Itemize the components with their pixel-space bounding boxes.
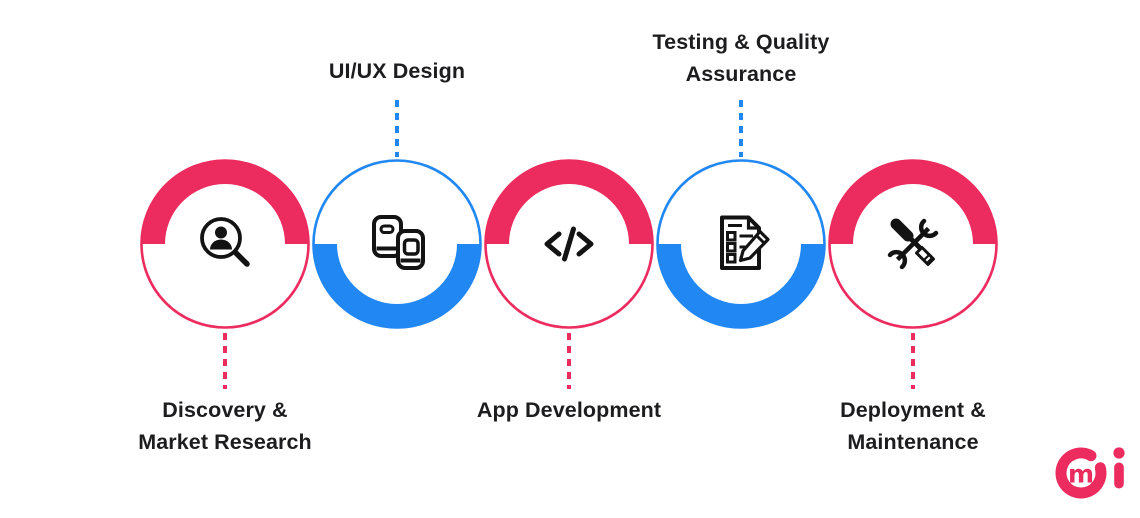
step-label-discovery: Discovery & Market Research [75,394,375,458]
logo-ring [1055,447,1107,499]
step-label-deployment: Deployment & Maintenance [763,394,1063,458]
code-icon [544,226,594,262]
connector-line [739,100,743,157]
step-label-line: Market Research [138,430,312,454]
phones-icon [372,215,425,270]
step-label-line: UI/UX Design [328,59,466,83]
connector-line [395,100,399,157]
logo-monogram: m [1068,460,1094,489]
checklist-pencil-icon [720,215,770,270]
step-label-line: Testing & Quality [652,30,830,54]
brand-logo: m [1055,447,1125,499]
step-label-line: Assurance [685,62,797,86]
step-label-uiux: UI/UX Design [247,55,547,87]
step-label-line: Maintenance [847,430,979,454]
connector-line [567,333,571,389]
step-label-line: App Development [476,398,662,422]
connector-line [911,333,915,389]
logo-letter-i-dot [1113,447,1125,459]
step-label-line: Discovery & [162,398,288,422]
connector-line [223,333,227,389]
user-search-icon [200,217,250,267]
step-label-testing: Testing & Quality Assurance [591,26,891,90]
logo-letter-i-bar [1114,462,1124,489]
step-label-app-development: App Development [419,394,719,426]
step-label-line: Deployment & [840,398,986,422]
tools-icon [887,218,939,270]
